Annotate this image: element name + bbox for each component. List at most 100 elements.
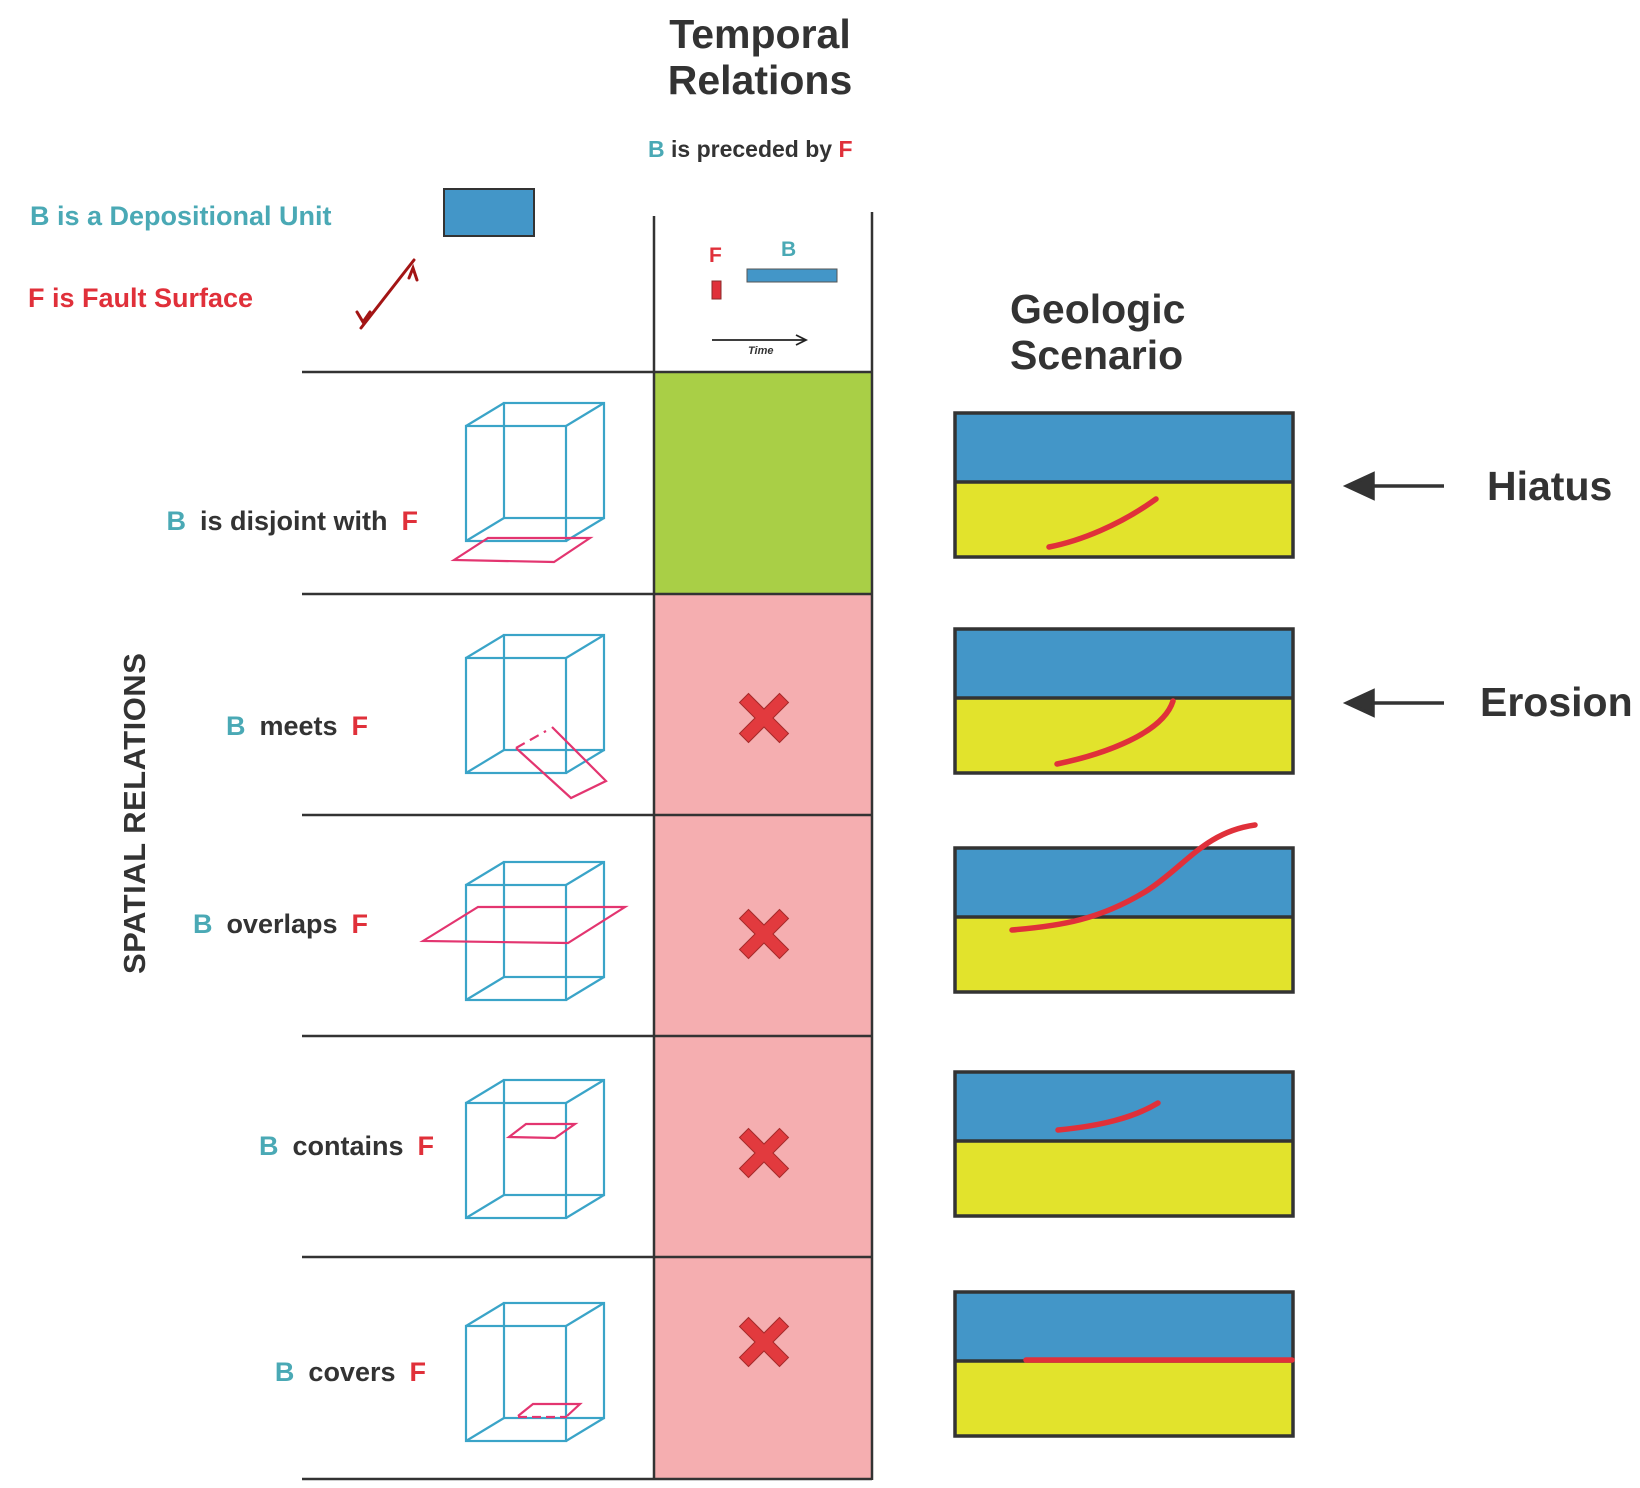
relation-text: contains — [292, 1131, 404, 1161]
fault-plane — [517, 1402, 583, 1417]
depositional-unit-layer — [955, 629, 1293, 698]
fault-plane-hidden-edge — [515, 730, 547, 749]
fault-line — [1009, 822, 1258, 933]
fault-plane — [419, 905, 629, 945]
fault-time-bar — [711, 280, 722, 300]
cube-disjoint — [464, 401, 606, 543]
cube-edge — [565, 976, 605, 1001]
invalid-x-icon — [738, 1316, 790, 1368]
invalid-x-icon — [738, 908, 790, 960]
cube-front-face — [464, 656, 568, 775]
object-f: F — [351, 711, 369, 741]
plane-covers — [517, 1402, 583, 1419]
table-grid — [302, 212, 874, 1481]
cube-edge — [565, 402, 605, 427]
depositional-unit-swatch — [443, 188, 535, 237]
cube-edge — [465, 517, 505, 542]
depositional-unit-layer — [955, 413, 1293, 482]
scenario-label-hiatus: Hiatus — [1487, 463, 1613, 509]
temporal-title-line2: Relations — [667, 57, 853, 103]
panel-border — [953, 1070, 1295, 1218]
plane-meets — [515, 726, 608, 800]
geologic-scenario-panel — [953, 1070, 1295, 1218]
cube-overlaps — [464, 860, 606, 1002]
legend-depositional-unit: B is a Depositional Unit — [30, 201, 332, 231]
subject-b: B — [192, 909, 213, 939]
temporal-relations-title: Temporal Relations — [640, 11, 880, 103]
object-f: F — [409, 1357, 427, 1387]
cube-back-face — [502, 401, 606, 520]
cube-edge — [465, 634, 505, 659]
cube-edge — [465, 976, 505, 1001]
temporal-cell-invalid — [655, 1257, 871, 1479]
geologic-scenario-panel — [953, 627, 1295, 775]
cube-meets — [464, 633, 606, 775]
panel-border — [953, 1290, 1295, 1438]
underlying-layer — [955, 1141, 1293, 1216]
x-shape — [738, 692, 790, 744]
cube-edge — [465, 1194, 505, 1219]
cube-back-face — [502, 1078, 606, 1197]
x-shape — [738, 1127, 790, 1179]
subject-b: B — [648, 136, 665, 162]
time-arrow-icon — [712, 334, 809, 346]
relation-text: is disjoint with — [200, 506, 388, 536]
scenario-label-erosion: Erosion — [1480, 679, 1633, 725]
cube-covers — [464, 1301, 606, 1443]
relation-text: meets — [259, 711, 338, 741]
fault-line — [1046, 496, 1159, 550]
subject-b: B — [225, 711, 246, 741]
timeline-b-label: B — [781, 238, 797, 261]
cube-edge — [465, 861, 505, 886]
cube-edge — [465, 1079, 505, 1104]
temporal-cell-valid — [655, 372, 871, 594]
underlying-layer — [955, 1361, 1293, 1436]
plane-disjoint — [450, 536, 594, 564]
subject-b: B — [258, 1131, 279, 1161]
geologic-scenario-title: Geologic Scenario — [1010, 286, 1250, 378]
fault-surface-icon — [355, 258, 419, 330]
fault-line — [1054, 698, 1176, 767]
fault-plane — [450, 536, 594, 564]
cube-contains — [464, 1078, 606, 1220]
depositional-unit-layer — [955, 1072, 1293, 1141]
x-shape — [738, 1316, 790, 1368]
time-axis-label: Time — [748, 345, 774, 357]
cube-front-face — [464, 424, 568, 543]
subject-b: B — [166, 506, 187, 536]
x-shape — [738, 908, 790, 960]
temporal-relation-label: B is preceded by F — [648, 136, 853, 163]
cube-front-face — [464, 1324, 568, 1443]
temporal-title-line1: Temporal — [669, 11, 851, 57]
cube-edge — [465, 402, 505, 427]
legend-fault-surface: F is Fault Surface — [28, 283, 254, 313]
fault-line — [1055, 1100, 1161, 1133]
cube-edge — [565, 1417, 605, 1442]
panel-border — [953, 627, 1295, 775]
geologic-scenario-panel — [953, 411, 1295, 559]
cube-front-face — [464, 1101, 568, 1220]
object-f: F — [417, 1131, 435, 1161]
cube-back-face — [502, 860, 606, 979]
fault-plane — [505, 1122, 579, 1140]
object-f: F — [838, 136, 853, 162]
cube-back-face — [502, 1301, 606, 1420]
timeline-f-label: F — [709, 244, 722, 267]
panel-border — [953, 846, 1295, 994]
underlying-layer — [955, 698, 1293, 773]
cube-edge — [565, 634, 605, 659]
geologic-scenario-panel — [953, 1290, 1295, 1438]
geologic-scenario-panel — [953, 822, 1295, 994]
erosion-arrow-icon — [1342, 688, 1444, 718]
cube-edge — [565, 861, 605, 886]
invalid-x-icon — [738, 1127, 790, 1179]
relation-text: covers — [308, 1357, 396, 1387]
subject-b: B — [274, 1357, 295, 1387]
unit-time-bar — [746, 268, 838, 283]
cube-edge — [565, 1302, 605, 1327]
